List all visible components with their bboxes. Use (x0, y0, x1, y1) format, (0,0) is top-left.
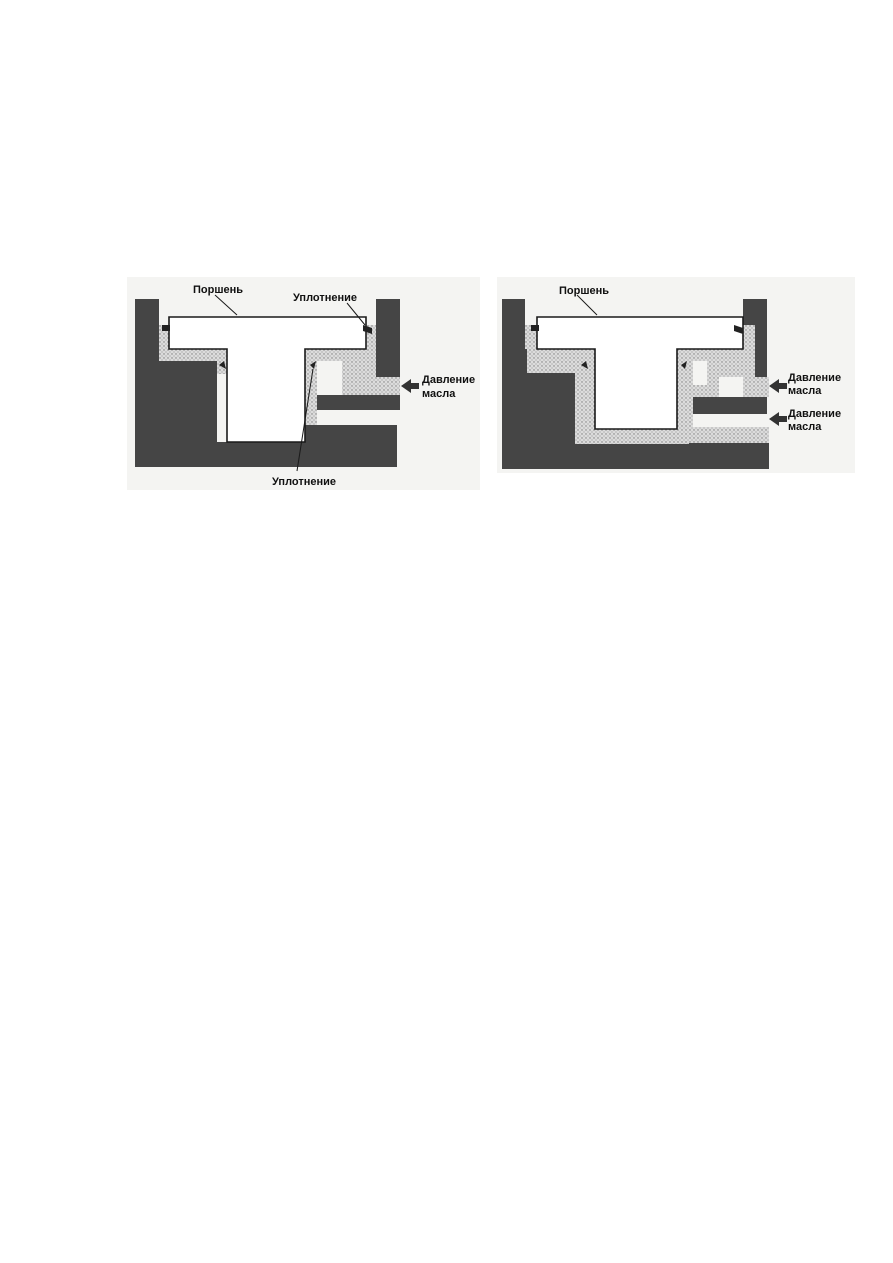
oil-passage (159, 349, 227, 374)
seal-bottom-left (219, 361, 226, 369)
piston (536, 316, 744, 430)
pressure2-label-line1: Давление (788, 408, 841, 420)
pressure-arrow-lower-icon (769, 412, 787, 426)
pressure-arrow-icon (401, 379, 419, 393)
seal-top-leader (346, 302, 366, 326)
seal-top-label: Уплотнение (293, 292, 357, 304)
pressure1-label-line1: Давление (788, 372, 841, 384)
piston-diagram-right-svg: Поршень Давление масла Давление масла (502, 285, 841, 469)
piston-diagram-right: Поршень Давление масла Давление масла (497, 277, 855, 473)
oil-passage-upper (305, 337, 400, 395)
seal-bottom-left (581, 361, 588, 369)
pressure1-label-line2: масла (788, 385, 822, 397)
oil-passage-right (305, 361, 317, 425)
piston-leader (576, 294, 598, 316)
piston-label: Поршень (193, 284, 243, 296)
seal-bottom-right (310, 361, 316, 369)
seal-top-right (734, 325, 743, 334)
housing (502, 299, 769, 469)
seal-bottom-leader (296, 368, 314, 472)
pressure-label-line2: масла (422, 388, 456, 400)
pressure-arrow-upper-icon (769, 379, 787, 393)
seal-bottom-label: Уплотнение (272, 476, 336, 488)
pressure-label-line1: Давление (422, 374, 475, 386)
seal-top-left (531, 325, 539, 331)
seal-bottom-right (681, 361, 687, 369)
seal-top-left (162, 325, 170, 331)
oil-passage-right (677, 325, 769, 397)
piston-leader (214, 294, 238, 316)
piston-label: Поршень (559, 285, 609, 297)
oil-channel-upper (693, 361, 719, 397)
seal-top-right (363, 325, 372, 334)
pressure2-label-line2: масла (788, 421, 822, 433)
piston-diagram-left-svg: Поршень Уплотнение Уплотнение Давление м… (135, 284, 475, 488)
piston-diagram-left: Поршень Уплотнение Уплотнение Давление м… (127, 277, 480, 490)
housing (135, 299, 397, 467)
